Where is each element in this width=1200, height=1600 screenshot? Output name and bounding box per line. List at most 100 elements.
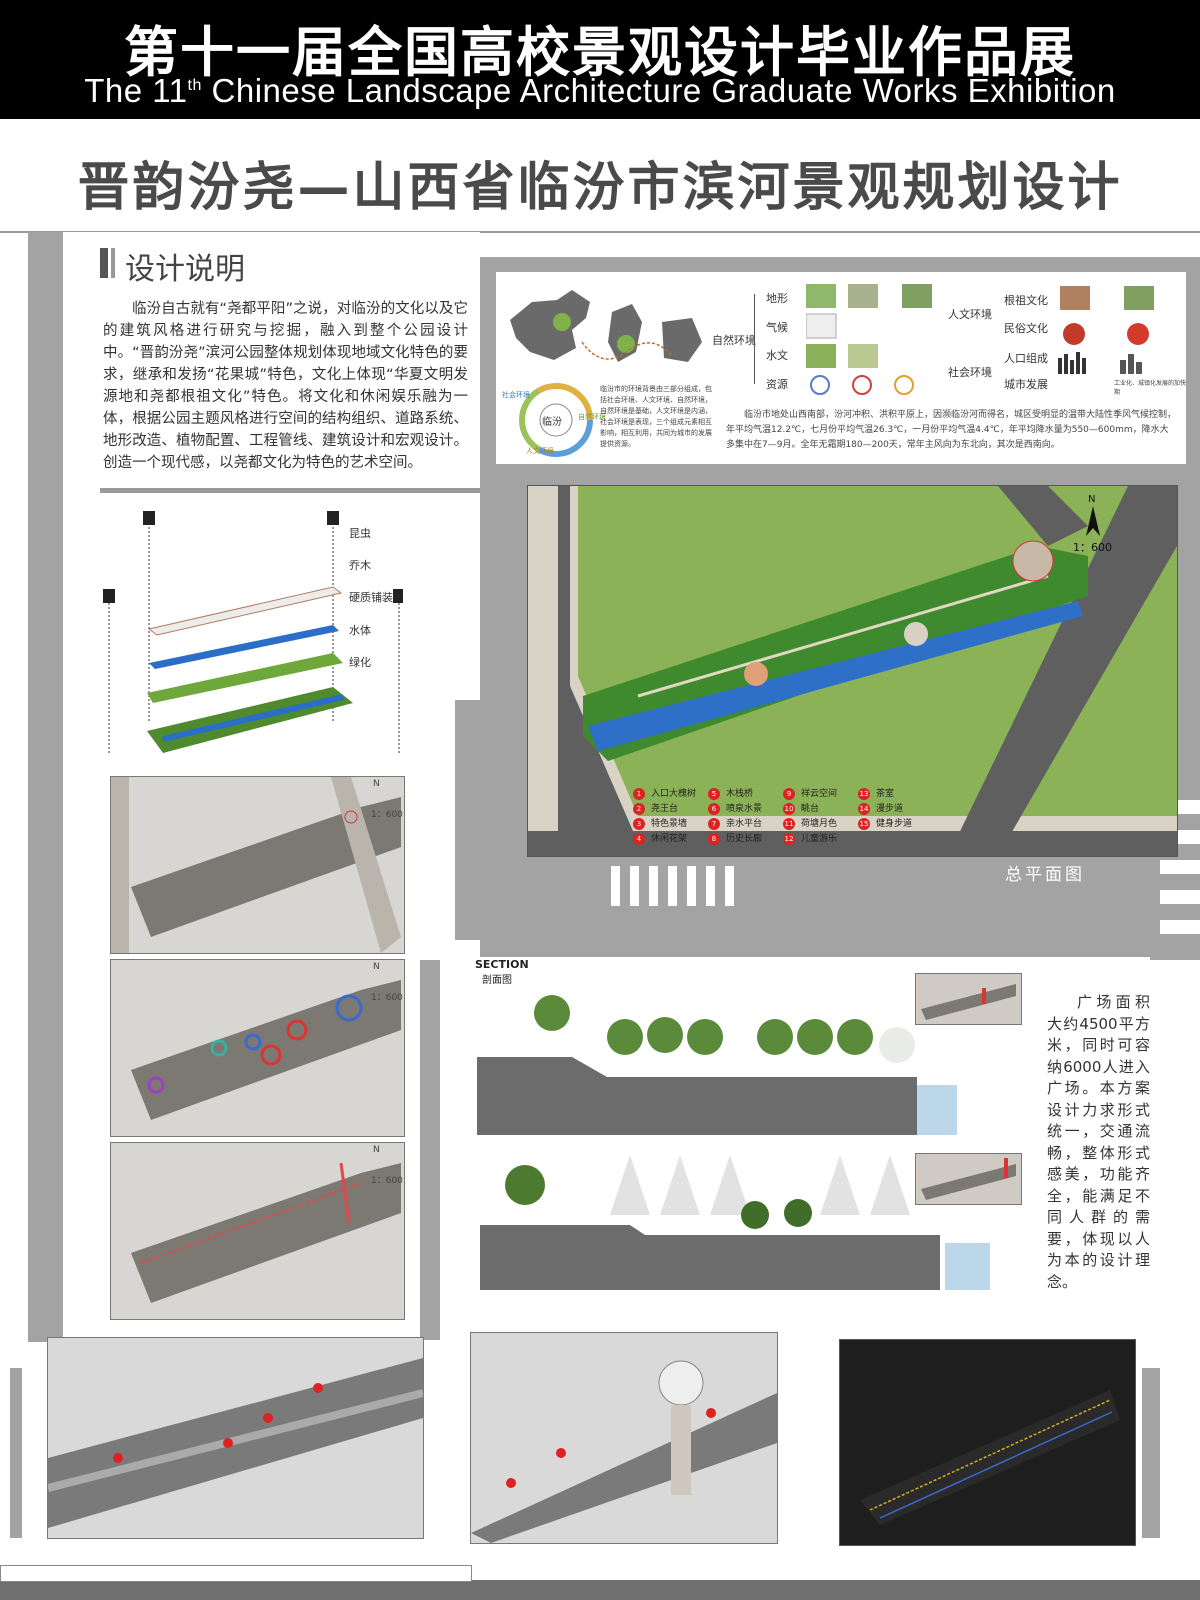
legend-label: 漫步道 [876, 804, 904, 814]
legend-item-6: 6 喷泉水景 [708, 801, 762, 815]
legend-label: 祥云空间 [801, 789, 838, 799]
environment-note: 临汾市的环境背景由三部分组成，包括社会环境、人文环境、自然环境，自然环境是基础，… [600, 385, 712, 448]
social-thumbnails [1058, 352, 1142, 374]
exhibition-title-en: The 11th Chinese Landscape Architecture … [84, 72, 1116, 109]
section-drawing-lower [480, 1155, 990, 1290]
legend-number-badge: 3 [633, 817, 645, 830]
layer-label-insects: 昆虫 [349, 527, 371, 540]
legend-number-badge: 10 [783, 802, 795, 815]
legend-item-11: 11 荷塘月色 [783, 816, 837, 830]
north-arrow-icon [1086, 506, 1100, 536]
legend-number-badge: 9 [783, 787, 795, 800]
road-analysis-map: N 1：600 [110, 776, 405, 954]
section-key-map-lower [915, 1153, 1022, 1205]
notes-divider [100, 488, 480, 493]
node-map-scale: 1：600 [371, 993, 403, 1003]
cultural-item-folk: 民俗文化 [1004, 322, 1048, 335]
legend-number-badge: 12 [783, 832, 795, 845]
cultural-thumbnails [1060, 286, 1154, 345]
exhibition-header: 第十一届全国高校景观设计毕业作品展 The 11th Chinese Lands… [0, 0, 1200, 119]
natural-item-climate: 气候 [766, 321, 788, 334]
legend-number-badge: 15 [858, 817, 870, 830]
project-title: 晋韵汾尧—山西省临汾市滨河景观规划设计 [77, 158, 1123, 218]
layer-label-trees: 乔木 [349, 559, 371, 572]
section-drawing-upper [477, 995, 957, 1135]
section-title-zh: 剖面图 [482, 975, 512, 986]
legend-label: 入口大槐树 [651, 789, 697, 799]
legend-label: 亲水平台 [726, 819, 763, 829]
design-notes-panel: 设计说明 临汾自古就有“尧都平阳”之说，对临汾的文化以及它的建筑风格进行研究与挖… [63, 232, 480, 497]
master-plan-drawing [528, 486, 1177, 856]
master-plan-scale: 1：600 [1073, 541, 1112, 554]
circulation-analysis-map: N 1：600 [110, 1142, 405, 1320]
node-analysis-map: N 1：600 [110, 959, 405, 1137]
social-item-population: 人口组成 [1004, 352, 1048, 365]
legend-number-badge: 11 [783, 817, 795, 830]
site-analysis-panel: 临汾 社会环境 自然环境 人文环境 临汾市的环境背景由三部分组成，包括社会环境、… [496, 272, 1186, 464]
heading-marker-thin [111, 248, 115, 278]
master-plan-north-label: N [1088, 494, 1096, 505]
design-notes-body: 临汾自古就有“尧都平阳”之说，对临汾的文化以及它的建筑风格进行研究与挖掘，融入到… [103, 301, 468, 471]
legend-number-badge: 13 [858, 787, 870, 800]
legend-number-badge: 14 [858, 802, 870, 815]
legend-number-badge: 6 [708, 802, 720, 815]
road-map-north: N [373, 779, 380, 789]
layer-label-greenery: 绿化 [349, 656, 371, 669]
environment-ring-diagram [519, 383, 593, 457]
layer-label-water: 水体 [349, 624, 371, 637]
legend-label: 尧王台 [651, 804, 679, 814]
legend-item-15: 15 健身步道 [858, 816, 912, 830]
legend-number-badge: 5 [708, 787, 720, 800]
cultural-env-label: 人文环境 [948, 308, 992, 321]
crosswalk-decoration [605, 858, 755, 918]
legend-number-badge: 4 [633, 832, 645, 845]
legend-label: 历史长廊 [726, 834, 763, 844]
exhibition-title-zh: 第十一届全国高校景观设计毕业作品展 [124, 21, 1076, 84]
legend-number-badge: 1 [633, 787, 645, 800]
social-note: 工业化、城镇化发展的加快期 [1114, 380, 1187, 396]
natural-item-hydrology: 水文 [766, 349, 788, 362]
legend-item-1: 1 入口大槐树 [633, 786, 696, 800]
ring-label-natural: 自然环境 [578, 413, 606, 421]
natural-env-label: 自然环境 [712, 334, 756, 347]
natural-thumbnails [806, 284, 932, 395]
cultural-item-roots: 根祖文化 [1004, 294, 1048, 307]
legend-label: 喷泉水景 [726, 804, 763, 814]
frame-bar-mid [420, 960, 440, 1340]
road-map-scale: 1：600 [371, 810, 403, 820]
legend-label: 荷塘月色 [801, 819, 838, 829]
frame-bar-bottom-left [10, 1368, 22, 1538]
detail-plan-left [47, 1337, 424, 1539]
layer-diagram-panel: 昆虫 乔木 硬质铺装 水体 绿化 [63, 497, 455, 775]
project-title-band: 晋韵汾尧—山西省临汾市滨河景观规划设计 [0, 119, 1200, 233]
legend-number-badge: 7 [708, 817, 720, 830]
legend-label: 茶室 [876, 789, 895, 799]
circulation-map-scale: 1：600 [371, 1176, 403, 1186]
legend-label: 木栈桥 [726, 789, 754, 799]
layer-stack-diagram [103, 511, 403, 753]
node-map-north: N [373, 962, 380, 972]
legend-label: 健身步道 [876, 819, 913, 829]
climate-note: 临汾市地处山西南部，汾河冲积、洪积平原上，因濒临汾河而得名，城区受明显的温带大陆… [726, 410, 1177, 450]
natural-item-resources: 资源 [766, 378, 788, 391]
frame-bottom-band [0, 1580, 1200, 1600]
frame-bar-bottom-right [1142, 1368, 1160, 1538]
natural-env-bracket [754, 294, 755, 384]
china-map-diagram [510, 290, 702, 362]
frame-bar-left [28, 232, 63, 1342]
section-key-map-upper [915, 973, 1022, 1025]
legend-item-9: 9 祥云空间 [783, 786, 837, 800]
ring-label-social: 社会环境 [502, 391, 530, 399]
legend-item-13: 13 茶室 [858, 786, 894, 800]
heading-marker [100, 248, 108, 278]
social-env-label: 社会环境 [948, 366, 992, 379]
natural-item-terrain: 地形 [766, 292, 788, 305]
circulation-map-north: N [373, 1145, 380, 1155]
